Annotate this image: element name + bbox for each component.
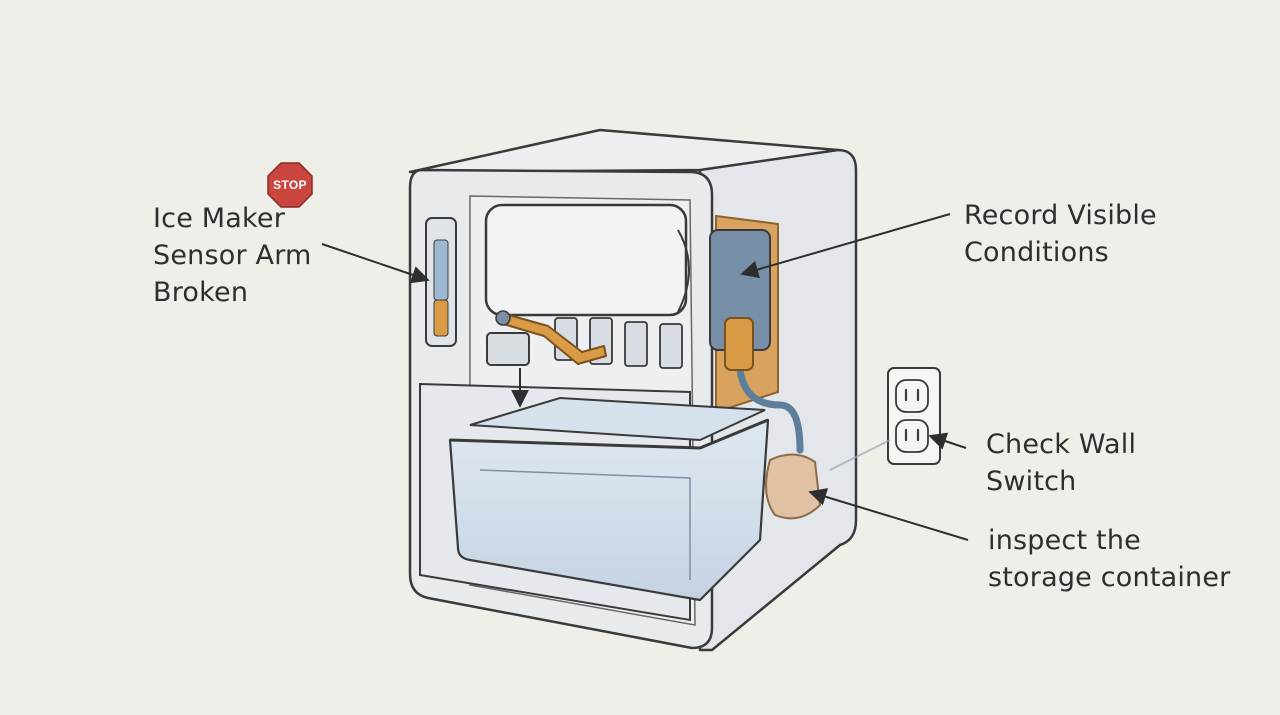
label-record-visible-conditions: Record Visible Conditions <box>964 197 1157 271</box>
outlet-cord <box>829 439 891 471</box>
inlet-valve <box>724 317 754 371</box>
label-inspect-storage-container: inspect the storage container <box>988 522 1231 596</box>
storage-bin-back <box>469 396 766 442</box>
stop-sign-text: STOP <box>273 178 307 192</box>
label-line: Conditions <box>964 237 1109 268</box>
ice-maker-end-cap <box>677 229 690 313</box>
label-line: Check Wall <box>986 429 1137 460</box>
shutoff-valve <box>765 453 822 520</box>
label-line: Switch <box>986 466 1077 497</box>
label-sensor-arm-broken: Ice Maker Sensor Arm Broken <box>153 200 312 311</box>
storage-bin-inner-line <box>479 469 691 580</box>
storage-bin <box>448 418 770 602</box>
arrow-record <box>740 213 951 279</box>
label-line: Broken <box>153 277 249 308</box>
arrow-inspect <box>808 488 969 541</box>
level-window-blue <box>433 239 449 301</box>
stop-sign-icon <box>267 162 313 208</box>
storage-bin-rim <box>449 418 769 450</box>
label-line: storage container <box>988 562 1231 593</box>
outlet-sockets <box>895 379 929 453</box>
level-window-amber <box>433 299 449 337</box>
label-line: inspect the <box>988 525 1141 556</box>
label-line: Record Visible <box>964 200 1157 231</box>
outlet-slots <box>904 388 920 442</box>
sensor-arm-pivot <box>495 310 511 326</box>
label-line: Sensor Arm <box>153 240 312 271</box>
sensor-arm <box>502 313 607 365</box>
arrow-sensor <box>321 243 430 284</box>
water-supply-line <box>736 366 804 454</box>
label-line: Ice Maker <box>153 203 286 234</box>
ice-maker-housing <box>484 203 688 317</box>
arrow-wall <box>928 432 967 450</box>
ejector-bracket <box>486 332 530 366</box>
label-check-wall-switch: Check Wall Switch <box>986 426 1136 500</box>
